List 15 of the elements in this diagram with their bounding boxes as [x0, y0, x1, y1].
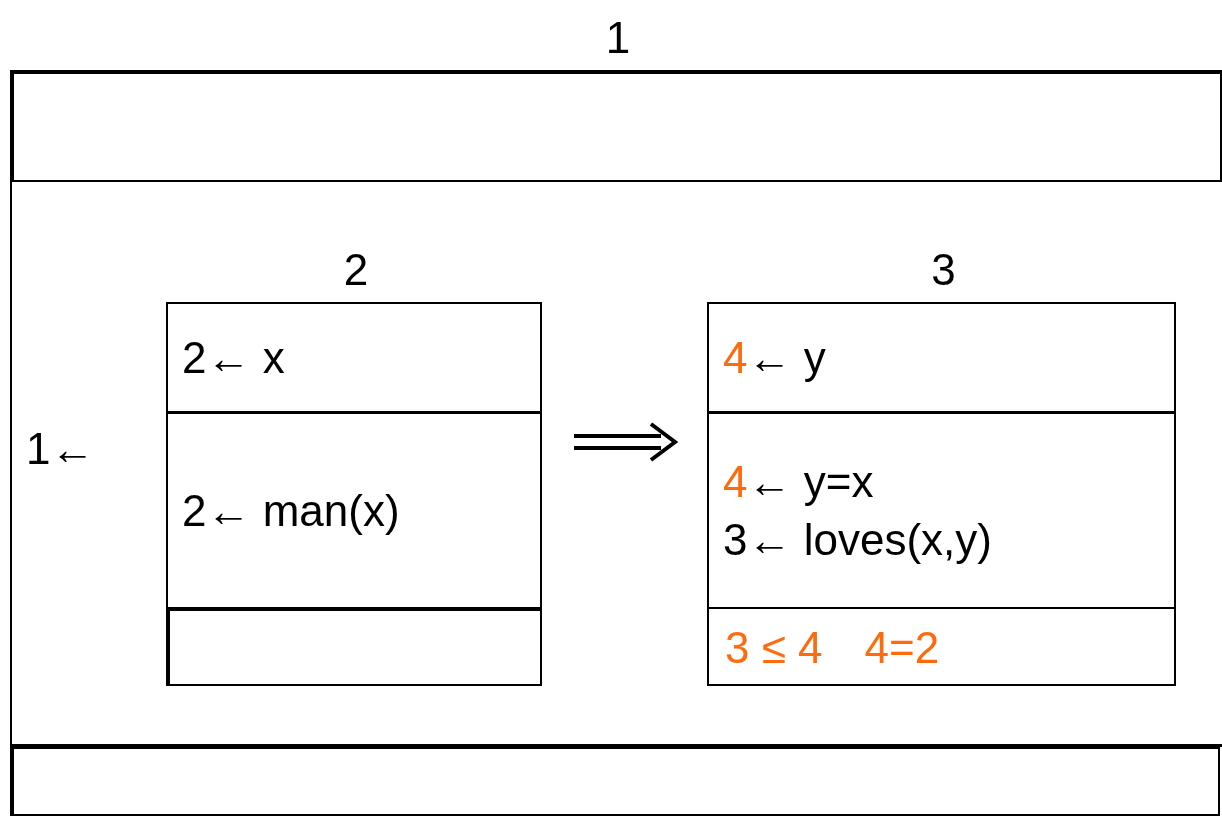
- box-heading: 3: [930, 248, 957, 292]
- formula-text: 1←: [26, 427, 95, 471]
- formula-text: 2← x: [182, 335, 286, 380]
- box-section: [168, 609, 542, 686]
- formula-text: 4← y: [723, 335, 827, 380]
- box-section: [12, 72, 1222, 182]
- box-heading: 2: [342, 248, 370, 292]
- formula-text: 3 ≤ 4: [725, 625, 823, 670]
- formula-text: 3← loves(x,y): [723, 517, 993, 562]
- formula-text: 4=2: [864, 625, 940, 670]
- formula-text: 4← y=x: [723, 459, 875, 504]
- formula-text: 2← man(x): [182, 488, 401, 533]
- implication-arrow: [572, 422, 679, 462]
- box-section: [12, 747, 1220, 816]
- box-heading: 1: [604, 16, 632, 60]
